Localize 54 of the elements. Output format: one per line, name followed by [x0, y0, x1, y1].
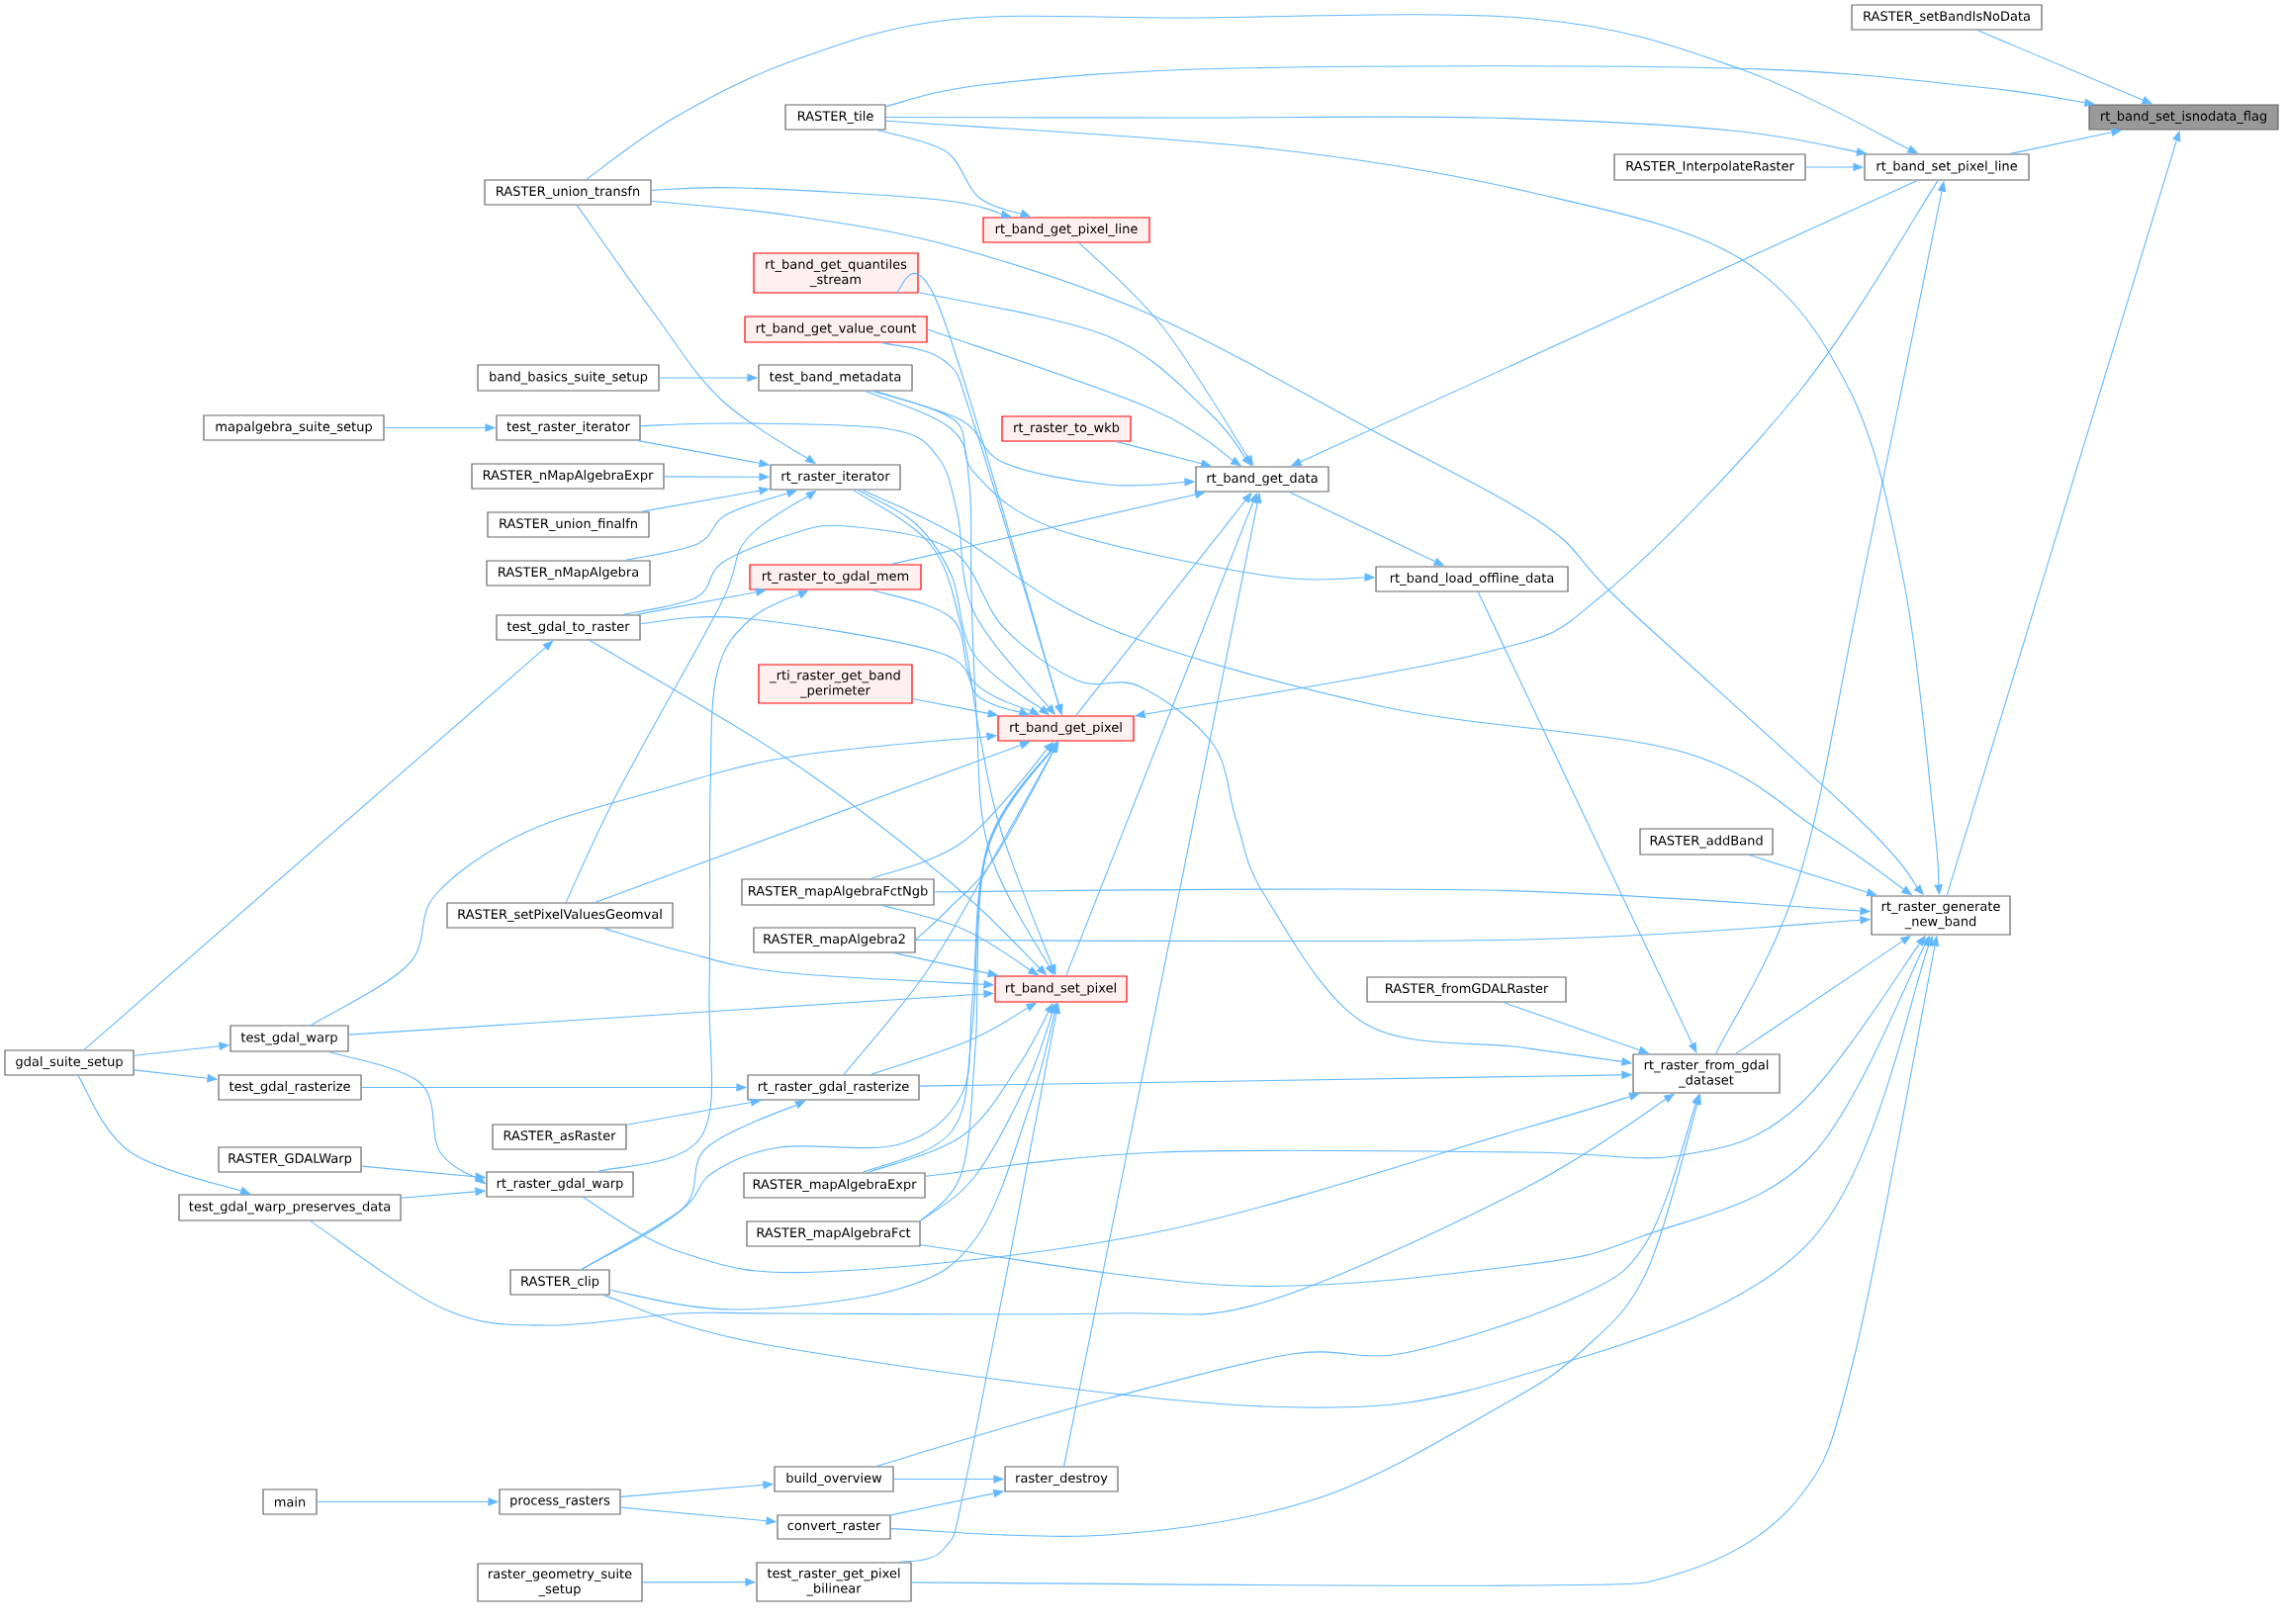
- function-box: _rti_raster_get_band _perimeter: [758, 664, 913, 704]
- function-box: RASTER_nMapAlgebraExpr: [471, 463, 665, 490]
- function-box: test_gdal_warp: [229, 1025, 349, 1052]
- arrow: [565, 490, 817, 903]
- function-box: rt_raster_generate _new_band: [1871, 895, 2011, 936]
- arrow: [77, 1075, 251, 1195]
- function-box: RASTER_mapAlgebraExpr: [743, 1172, 926, 1199]
- function-box: RASTER_GDALWarp: [218, 1146, 362, 1173]
- function-box: RASTER_addBand: [1639, 828, 1774, 856]
- function-box: rt_raster_gdal_warp: [486, 1171, 634, 1198]
- function-box: rt_raster_gdal_rasterize: [747, 1074, 920, 1101]
- function-box: rt_band_get_value_count: [744, 316, 928, 343]
- function-box: test_gdal_to_raster: [496, 614, 641, 641]
- function-box: convert_raster: [777, 1514, 891, 1540]
- function-box: RASTER_setBandIsNoData: [1851, 4, 2043, 31]
- arrow: [581, 1100, 806, 1270]
- function-box: rt_raster_to_gdal_mem: [749, 564, 922, 590]
- function-box: test_raster_get_pixel _bilinear: [756, 1562, 912, 1602]
- function-box: RASTER_union_finalfn: [487, 511, 650, 538]
- function-box: rt_band_get_pixel: [997, 715, 1135, 742]
- function-box: rt_band_set_pixel: [994, 975, 1128, 1003]
- function-box: rt_band_get_pixel_line: [982, 217, 1150, 243]
- function-box: test_gdal_warp_preserves_data: [178, 1194, 402, 1221]
- function-box: rt_band_get_data: [1195, 466, 1329, 493]
- function-box: rt_raster_to_wkb: [1001, 415, 1132, 442]
- function-box: process_rasters: [499, 1489, 621, 1515]
- function-box: RASTER_mapAlgebraFct: [746, 1220, 921, 1247]
- function-box: RASTER_asRaster: [492, 1124, 627, 1150]
- function-box: raster_destroy: [1004, 1466, 1119, 1492]
- function-box: build_overview: [774, 1466, 894, 1492]
- function-box: rt_band_set_isnodata_flag: [2088, 104, 2279, 131]
- function-box: test_band_metadata: [758, 364, 913, 392]
- function-box: test_raster_iterator: [496, 414, 641, 441]
- function-box: rt_band_load_offline_data: [1375, 566, 1569, 592]
- function-box: raster_geometry_suite _setup: [477, 1563, 643, 1602]
- function-box: RASTER_union_transfn: [484, 179, 652, 206]
- function-box: main: [262, 1489, 318, 1515]
- function-box: rt_raster_from_gdal _dataset: [1632, 1053, 1781, 1094]
- function-box: gdal_suite_setup: [4, 1049, 135, 1076]
- function-box: mapalgebra_suite_setup: [203, 414, 385, 441]
- function-box: RASTER_mapAlgebra2: [753, 927, 916, 953]
- function-box: RASTER_InterpolateRaster: [1613, 153, 1806, 181]
- function-box: RASTER_clip: [509, 1269, 610, 1296]
- function-box: rt_band_set_pixel_line: [1864, 153, 2030, 181]
- function-box: rt_band_get_quantiles _stream: [753, 252, 919, 294]
- function-box: RASTER_mapAlgebraFctNgb: [741, 878, 935, 906]
- function-box: RASTER_setPixelValuesGeomval: [446, 902, 674, 929]
- function-box: RASTER_fromGDALRaster: [1366, 976, 1567, 1003]
- function-box: rt_raster_iterator: [770, 464, 901, 491]
- function-box: test_gdal_rasterize: [218, 1074, 362, 1101]
- function-box: RASTER_nMapAlgebra: [486, 560, 651, 586]
- function-box: band_basics_suite_setup: [477, 364, 660, 392]
- function-box: RASTER_tile: [784, 104, 886, 131]
- arrow: [582, 1092, 1640, 1274]
